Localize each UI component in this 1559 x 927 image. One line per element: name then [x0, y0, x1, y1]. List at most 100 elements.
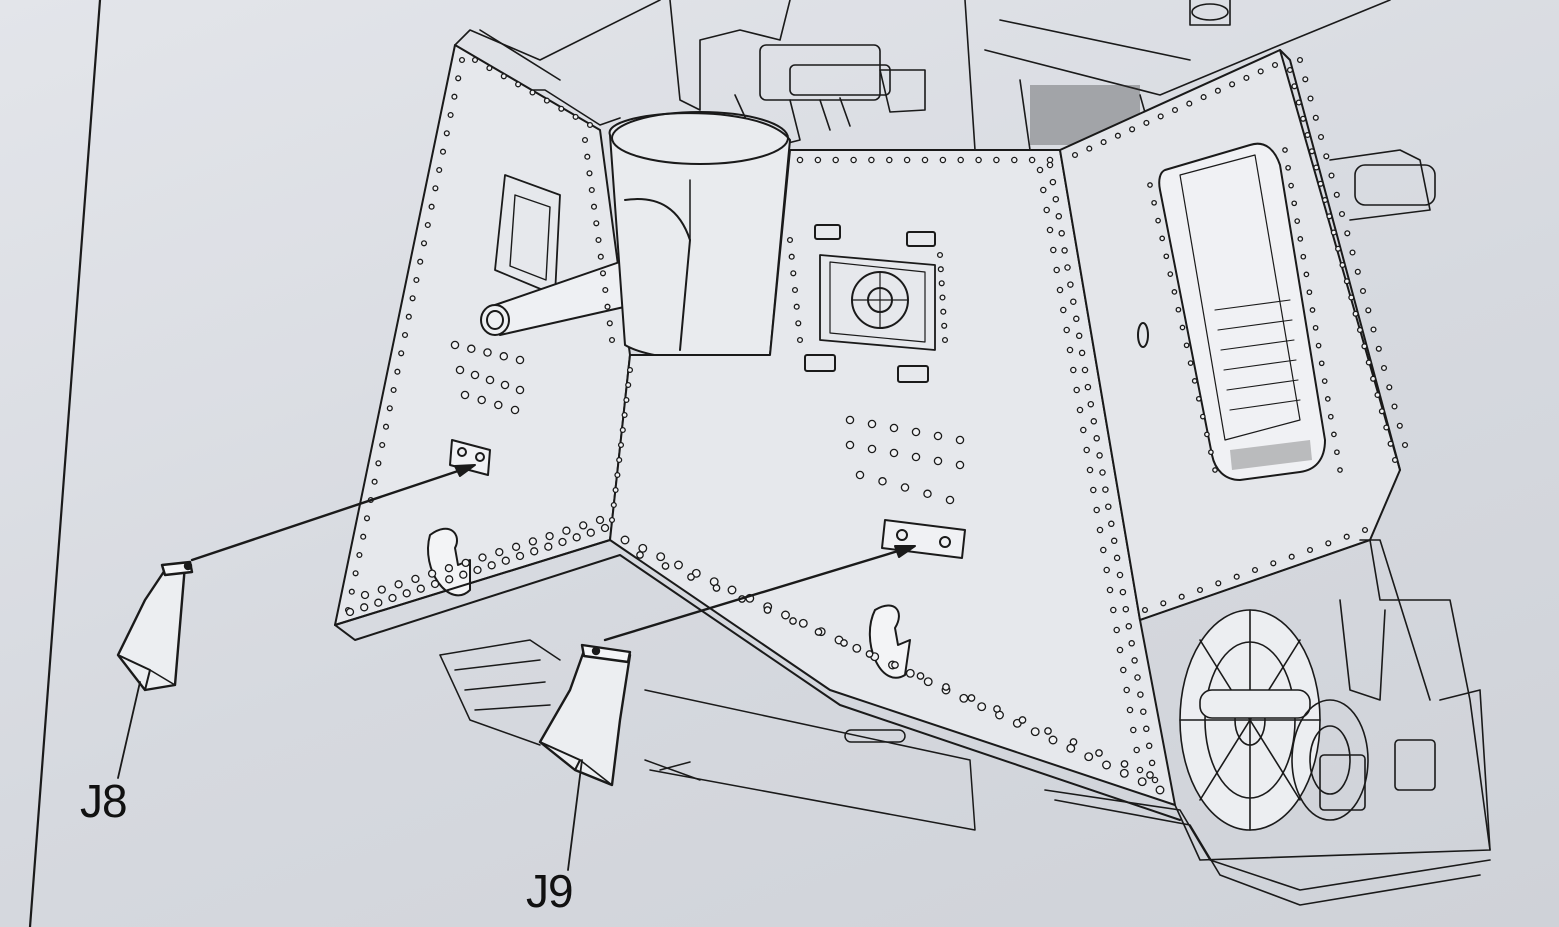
rivet — [360, 590, 370, 600]
rivet — [1093, 506, 1100, 514]
rivet — [1067, 281, 1074, 288]
rivet — [428, 203, 435, 210]
rivet — [1300, 253, 1307, 260]
rivet — [543, 97, 550, 104]
rivet — [572, 113, 579, 120]
rivet — [1136, 766, 1144, 774]
rivet — [586, 170, 593, 177]
rivet — [402, 589, 411, 598]
rivet — [500, 380, 510, 390]
rivet — [1125, 623, 1133, 630]
rivet — [471, 56, 479, 64]
rivet — [955, 435, 965, 445]
rivet — [923, 677, 933, 687]
rivet — [975, 156, 982, 164]
rivet — [444, 564, 454, 573]
rivet — [477, 395, 486, 405]
rivet — [486, 65, 493, 72]
rivet — [1141, 606, 1149, 614]
rivet — [360, 533, 367, 540]
rivet — [1208, 449, 1214, 456]
j9-arrow — [603, 545, 916, 642]
rivet — [1063, 326, 1070, 334]
rivet — [845, 415, 855, 425]
rivet — [937, 266, 944, 273]
rivet — [1028, 156, 1036, 164]
rivet — [900, 483, 910, 492]
rivet — [1130, 726, 1137, 734]
rivet — [845, 440, 855, 450]
rivet — [1110, 537, 1118, 545]
rivet — [1251, 566, 1259, 574]
rivet — [1196, 586, 1204, 594]
rivet — [1229, 81, 1236, 88]
rivet — [1348, 294, 1355, 301]
rivet — [1119, 588, 1127, 596]
rivet — [1328, 172, 1335, 179]
rivet — [495, 547, 504, 557]
rivet — [1018, 716, 1027, 724]
rivet — [530, 547, 539, 556]
rivet — [501, 556, 510, 565]
rivet — [889, 423, 899, 433]
rivet — [356, 551, 363, 559]
rivet — [1375, 345, 1382, 352]
rivet — [529, 89, 536, 96]
rivet — [1076, 406, 1084, 414]
rivet — [487, 561, 496, 570]
rivet — [1326, 213, 1333, 220]
rivet — [1083, 446, 1090, 454]
rivet — [1171, 106, 1179, 114]
rivet — [936, 251, 944, 259]
rivet — [933, 456, 943, 466]
rivet — [1297, 236, 1304, 242]
rivet — [1064, 264, 1071, 271]
rivet — [1288, 553, 1295, 560]
rivet — [1071, 151, 1079, 159]
rivet — [938, 280, 945, 287]
rivet — [1352, 310, 1359, 317]
rivet — [1386, 384, 1393, 391]
rivet — [1200, 94, 1207, 101]
rivet — [1391, 403, 1398, 410]
rivet — [511, 542, 521, 551]
rivet — [455, 75, 462, 82]
rivet — [1096, 452, 1103, 459]
rivet — [1233, 573, 1240, 580]
rivet — [586, 121, 594, 129]
rivet — [878, 477, 887, 486]
rivet — [1191, 378, 1198, 384]
rivet — [955, 460, 965, 470]
rivet — [545, 531, 554, 541]
rivet — [1317, 180, 1324, 187]
rivet — [1093, 435, 1100, 442]
rivet — [584, 153, 591, 160]
rivet — [1270, 560, 1277, 567]
rivet — [1308, 148, 1315, 155]
rivet — [1323, 153, 1330, 160]
rivet — [1108, 520, 1115, 528]
rivet — [379, 441, 386, 449]
rivet — [1147, 182, 1153, 188]
rivet — [939, 156, 947, 164]
rivet — [623, 396, 630, 404]
rivet — [1178, 593, 1185, 600]
rivet — [1058, 230, 1065, 237]
callout-label-j9: J9 — [526, 865, 574, 917]
rivet — [1387, 440, 1394, 447]
rivet — [1066, 346, 1074, 354]
rivet — [558, 537, 567, 547]
rivet — [597, 253, 604, 260]
rivet — [1100, 139, 1107, 146]
rivet — [1304, 131, 1311, 139]
rivet — [544, 542, 553, 551]
rivet — [515, 355, 525, 365]
rivet — [850, 156, 857, 164]
rivet — [1306, 546, 1314, 554]
rivet — [940, 308, 947, 315]
rivet — [515, 385, 525, 395]
rivet — [977, 702, 987, 712]
rivet — [599, 270, 607, 277]
rivet — [1061, 247, 1068, 254]
rivet — [796, 156, 804, 164]
